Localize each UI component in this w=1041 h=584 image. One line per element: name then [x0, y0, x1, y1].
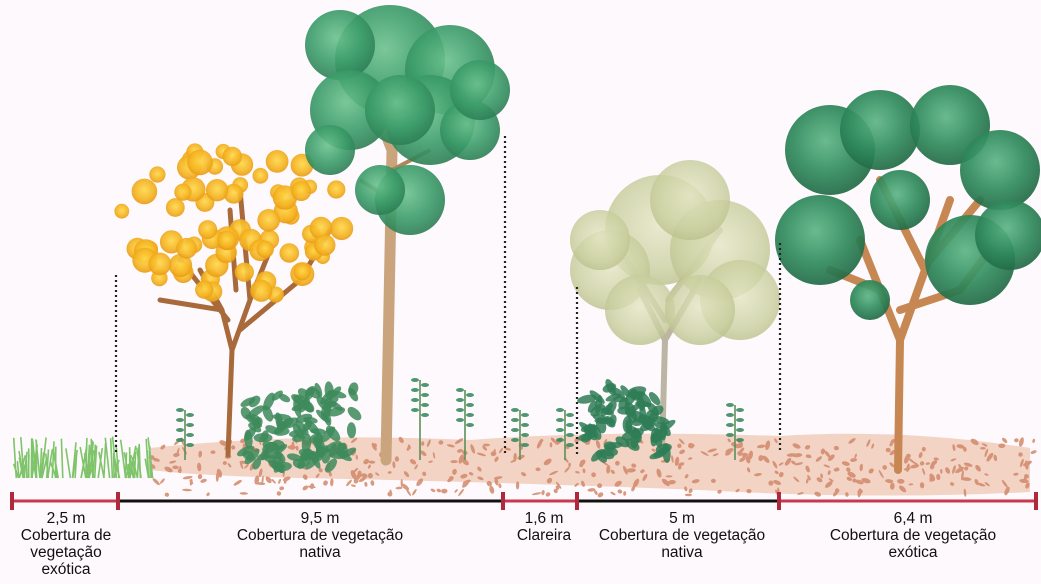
segment-distance: 5 m	[572, 510, 792, 527]
segment-distance: 9,5 m	[210, 510, 430, 527]
segment-description-line: Cobertura de vegetação	[210, 527, 430, 544]
segment-description-line: Cobertura de vegetação	[800, 527, 1026, 544]
segment-distance: 2,5 m	[0, 510, 132, 527]
segment-description-line: nativa	[572, 544, 792, 561]
segment-description-line: Cobertura de	[0, 527, 132, 544]
segment-description-line: exótica	[0, 561, 132, 578]
segment-description-line: nativa	[210, 544, 430, 561]
segment-label-exotic-right: 6,4 m Cobertura de vegetação exótica	[800, 510, 1026, 561]
segment-distance: 6,4 m	[800, 510, 1026, 527]
segment-label-native-2: 5 m Cobertura de vegetação nativa	[572, 510, 792, 561]
segment-label-exotic-left: 2,5 m Cobertura de vegetação exótica	[0, 510, 132, 578]
segment-label-native-1: 9,5 m Cobertura de vegetação nativa	[210, 510, 430, 561]
segment-description-line: vegetação	[0, 544, 132, 561]
segment-description-line: exótica	[800, 544, 1026, 561]
segment-description-line: Cobertura de vegetação	[572, 527, 792, 544]
